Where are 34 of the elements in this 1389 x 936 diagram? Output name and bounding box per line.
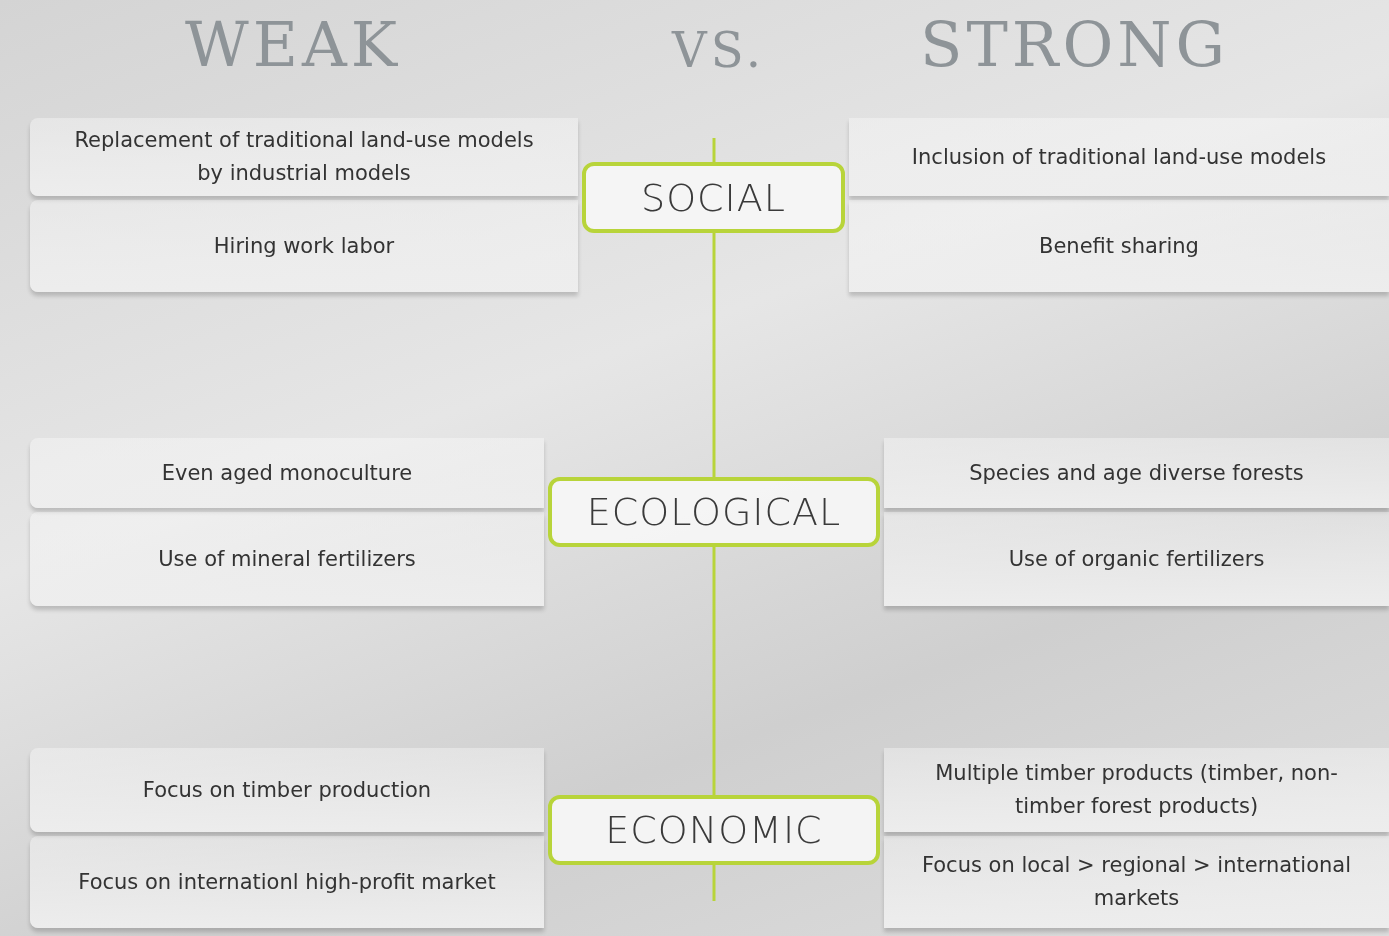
strong-practice-band <box>849 200 1389 292</box>
category-box: SOCIAL <box>582 162 845 233</box>
connector-line <box>712 138 716 162</box>
practice-text: Focus on timber production <box>142 776 432 804</box>
strong-practice-band <box>884 512 1389 606</box>
weak-practice-band <box>30 118 578 196</box>
practice-text: Use of organic fertilizers <box>1008 545 1265 573</box>
connector-line <box>712 865 716 901</box>
heading-word: STRONG <box>920 8 1230 81</box>
practice-text: Inclusion of traditional land-use models <box>911 143 1327 171</box>
connector-line <box>712 233 716 477</box>
practice-text: Multiple timber products (timber, non-timber forest products) <box>934 760 1339 820</box>
heading-word: WEAK <box>185 8 402 81</box>
practice-text: Species and age diverse forests <box>969 459 1304 487</box>
strong-practice-band <box>884 748 1389 832</box>
category-box: ECOLOGICAL <box>548 477 880 547</box>
strong-practice-band <box>849 118 1389 196</box>
practice-text: Benefit sharing <box>1039 232 1199 260</box>
category-box: ECONOMIC <box>548 795 880 865</box>
strong-practice-band <box>884 438 1389 508</box>
practice-text: Focus on internationl high-profit market <box>78 868 496 896</box>
practice-text: Use of mineral fertilizers <box>158 545 416 573</box>
connector-line <box>712 547 716 795</box>
practice-text: Focus on local > regional > international markets <box>920 852 1353 912</box>
weak-practice-band <box>30 512 544 606</box>
weak-practice-band <box>30 748 544 832</box>
weak-practice-band <box>30 200 578 292</box>
practice-text: Even aged monoculture <box>161 459 413 487</box>
weak-practice-band <box>30 438 544 508</box>
practice-text: Replacement of traditional land-use models by industrial models <box>74 127 534 187</box>
strong-practice-band <box>884 836 1389 928</box>
practice-text: Hiring work labor <box>213 232 395 260</box>
weak-practice-band <box>30 836 544 928</box>
heading-word: VS. <box>672 22 766 78</box>
